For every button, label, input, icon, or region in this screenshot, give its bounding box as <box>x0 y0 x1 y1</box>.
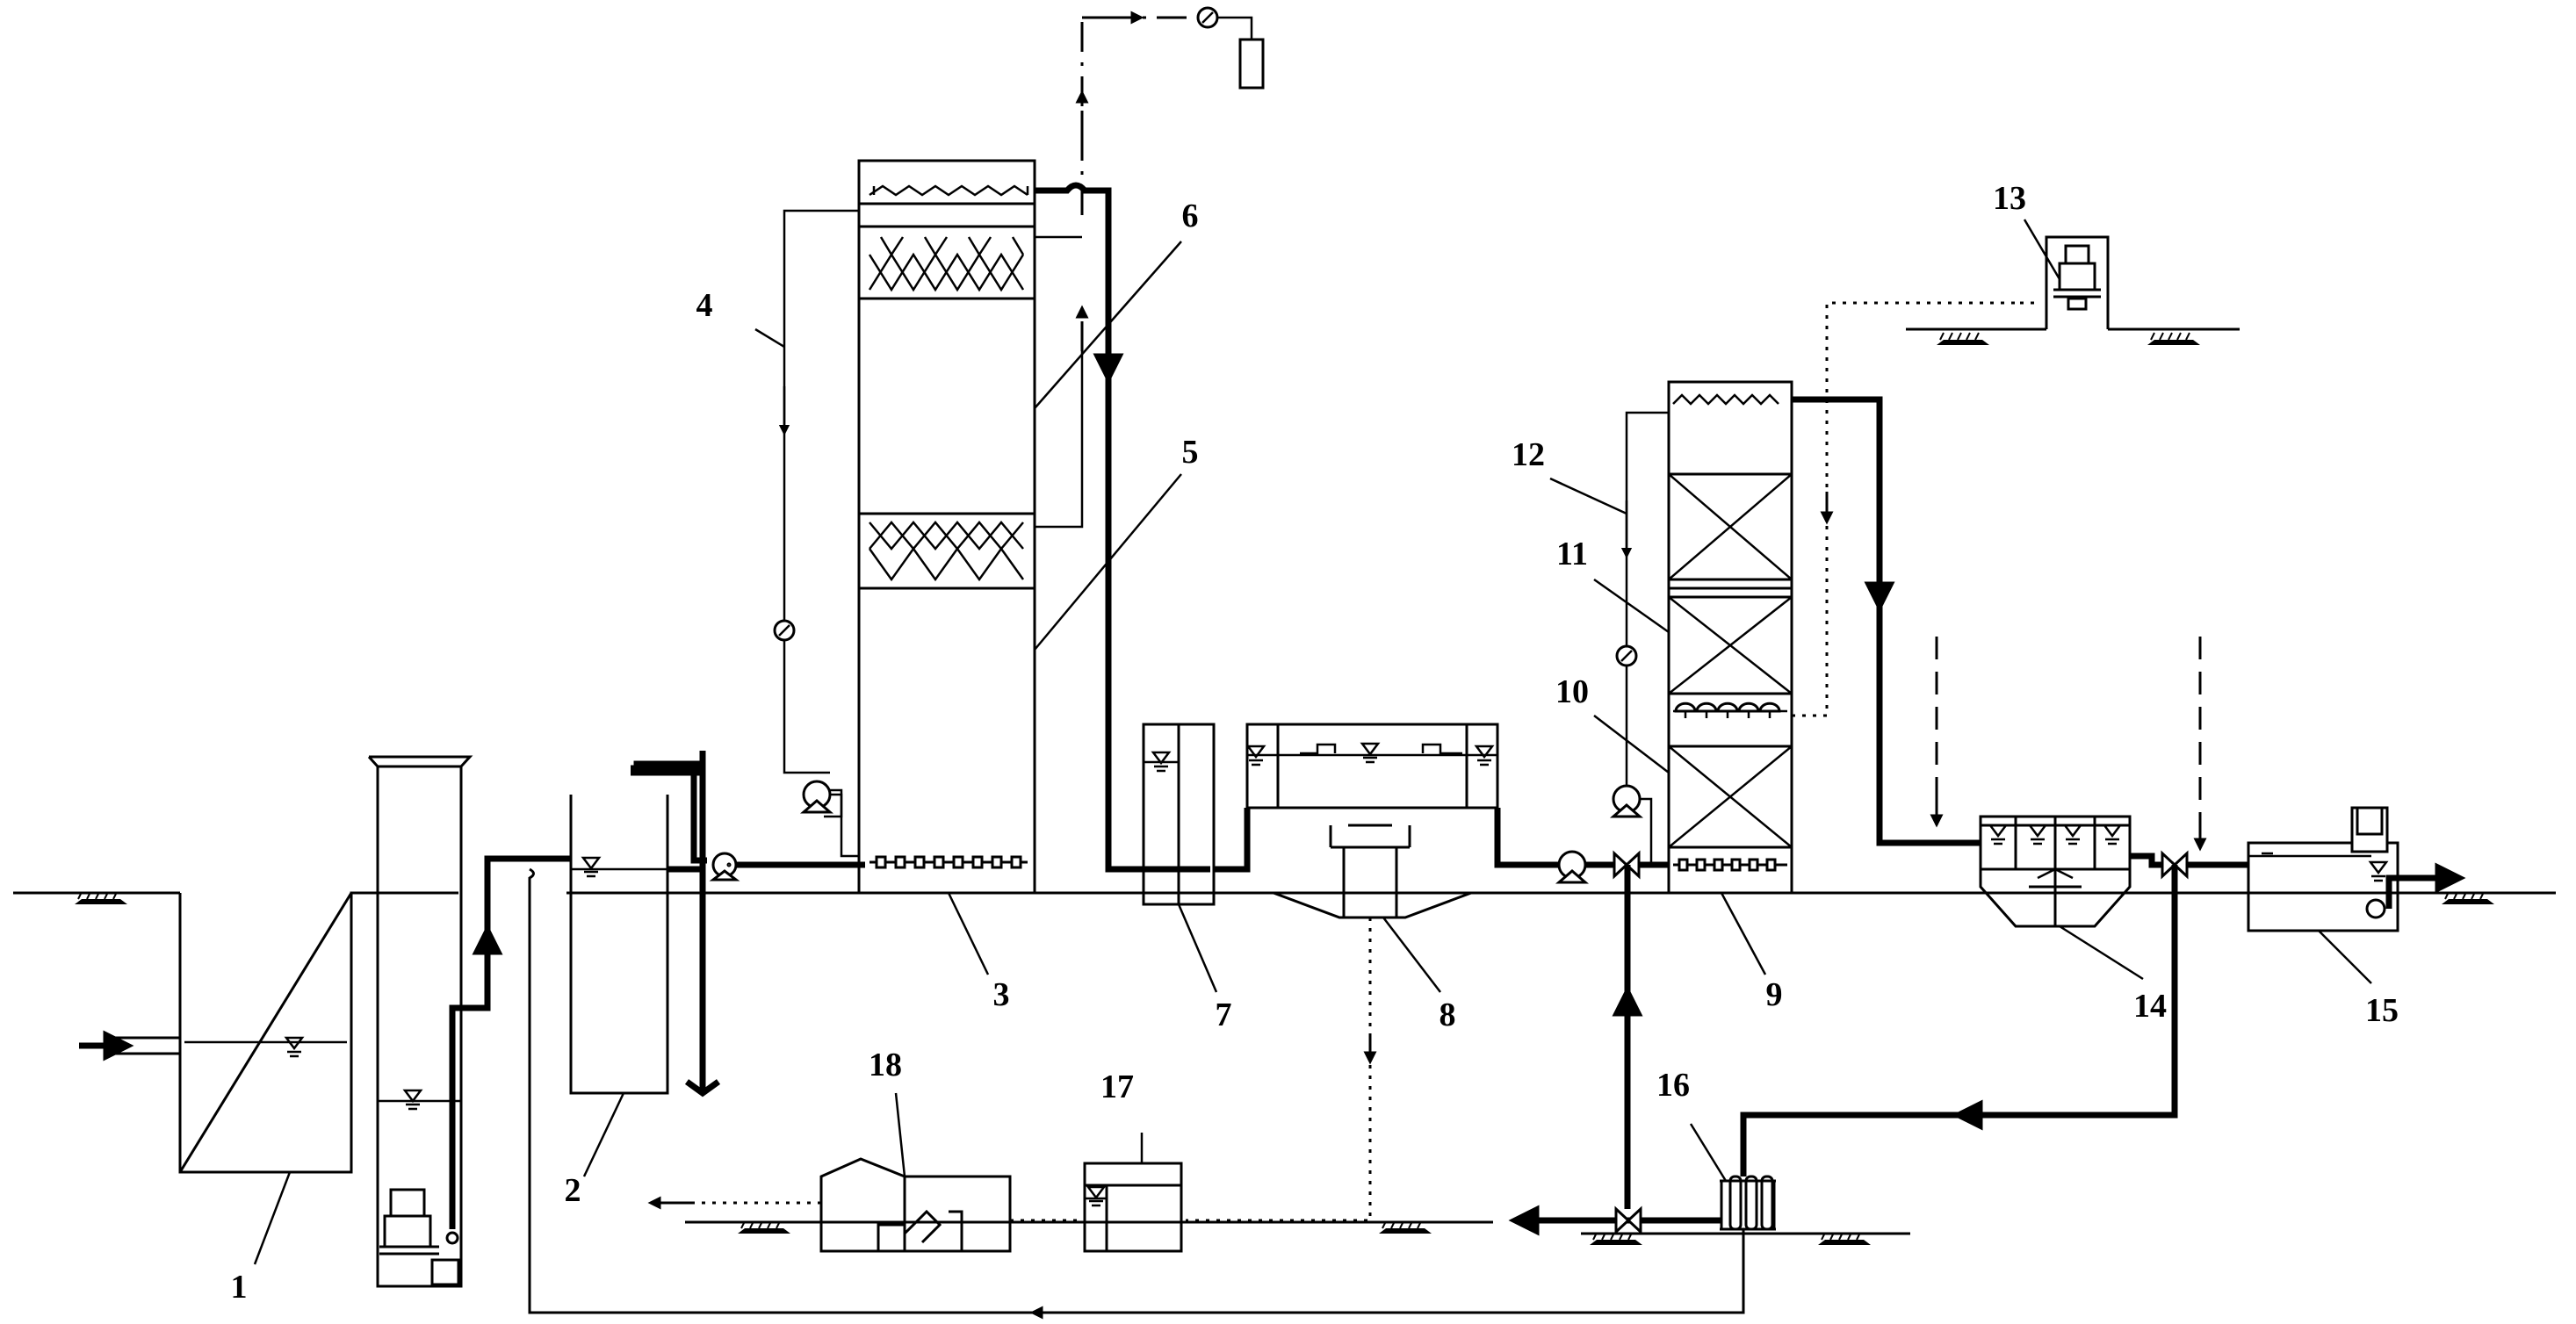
label-2: 2 <box>565 1172 581 1209</box>
label-6: 6 <box>1182 198 1199 234</box>
label-7: 7 <box>1216 997 1232 1033</box>
number-labels: 1 2 3 4 5 6 7 8 9 10 11 12 13 14 15 16 1… <box>231 180 2399 1306</box>
return-line <box>528 867 1745 1320</box>
unit-9-biofilter-tower <box>1667 301 2020 895</box>
leader-lines <box>253 219 2372 1265</box>
label-9: 9 <box>1766 976 1783 1013</box>
label-11: 11 <box>1556 536 1588 572</box>
label-4: 4 <box>696 287 713 324</box>
exhaust-gas-line <box>1035 6 1265 529</box>
label-3: 3 <box>993 976 1010 1013</box>
label-15: 15 <box>2365 992 2399 1029</box>
aeration-diffuser-2 <box>1673 858 1787 872</box>
label-16: 16 <box>1656 1067 1690 1104</box>
unit-16-filter <box>1508 865 1776 1236</box>
tower-feed <box>632 769 707 864</box>
feed-pump-1 <box>667 852 865 881</box>
sludge-line <box>1186 917 1377 1222</box>
lift-well <box>367 755 545 1288</box>
label-14: 14 <box>2133 988 2167 1025</box>
label-8: 8 <box>1440 997 1456 1033</box>
ground-symbols <box>74 332 2495 1246</box>
unit-1-collection-pit <box>79 892 353 1173</box>
unit-7-tank <box>1142 723 1251 906</box>
submersible-pump-icon <box>379 1188 460 1286</box>
label-5: 5 <box>1182 434 1199 471</box>
unit-18-dewatering-house <box>647 1157 1085 1253</box>
unit-8-clarifier <box>1245 723 1559 919</box>
tower-3-outflow <box>1035 182 1210 873</box>
unit-4-circulation-line <box>773 209 859 858</box>
aeration-diffuser <box>869 855 1028 869</box>
unit-12-recirculation <box>1609 411 1669 867</box>
valve-14-15 <box>1740 637 2248 1176</box>
unit-13-blower <box>2020 235 2110 329</box>
unit-15-clean-water-tank <box>2247 806 2466 932</box>
unit-14-coagulation-tank <box>1930 637 2174 928</box>
label-12: 12 <box>1512 436 1545 473</box>
unit-3-scrubber-tower <box>857 159 1036 895</box>
label-1: 1 <box>231 1269 248 1306</box>
label-18: 18 <box>869 1047 902 1083</box>
unit-17-sludge-tank <box>1083 1162 1183 1253</box>
spray-nozzles <box>1673 702 1787 718</box>
label-10: 10 <box>1555 673 1589 710</box>
tower-9-outflow <box>1792 396 1981 846</box>
label-17: 17 <box>1100 1069 1134 1105</box>
label-13: 13 <box>1993 180 2026 217</box>
